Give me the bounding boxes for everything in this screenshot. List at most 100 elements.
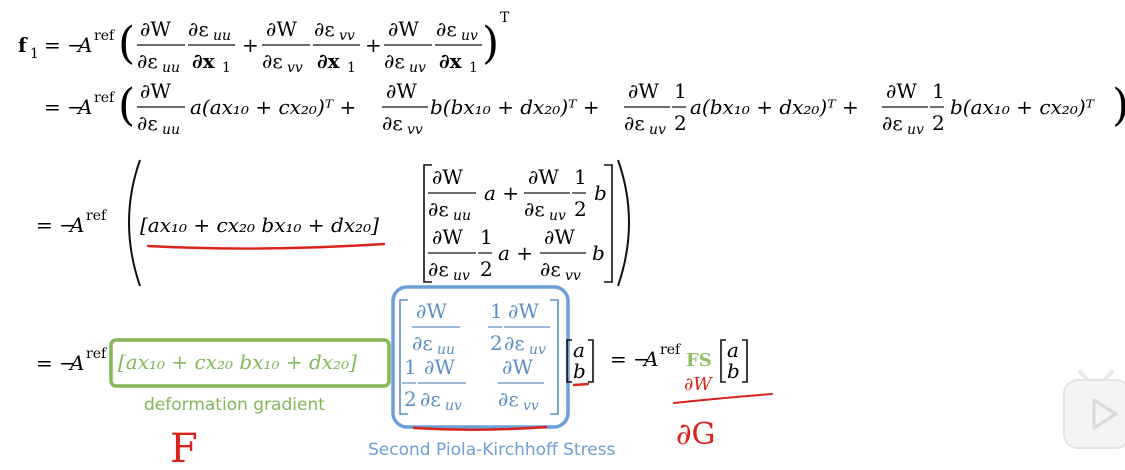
svg-text:A: A: [76, 95, 92, 119]
svg-text:A: A: [642, 347, 658, 371]
svg-text:1: 1: [347, 60, 356, 76]
svg-text:+: +: [365, 33, 382, 57]
svg-text:1: 1: [469, 60, 478, 76]
video-play-overlay[interactable]: [1063, 370, 1125, 449]
svg-text:∂ε: ∂ε: [498, 387, 519, 411]
svg-text:vv: vv: [523, 398, 539, 414]
equation-line-3: = − A ref [ax₁₀ + cx₂₀ bx₁₀ + dx₂₀] ∂W ∂…: [36, 159, 630, 287]
svg-text:∂W: ∂W: [502, 355, 533, 379]
svg-text:1: 1: [480, 225, 493, 249]
frac-denominator: ∂ε: [137, 49, 158, 73]
A-symbol: A: [76, 33, 92, 57]
svg-text:∂W: ∂W: [544, 225, 575, 249]
svg-text:b: b: [727, 359, 740, 383]
f-subscript: 1: [30, 46, 39, 62]
svg-text:1: 1: [574, 165, 587, 189]
svg-text:∂ε: ∂ε: [314, 17, 335, 41]
svg-text:ref: ref: [86, 346, 108, 362]
svg-text:∂W: ∂W: [432, 165, 463, 189]
svg-text:uv: uv: [453, 268, 470, 284]
svg-text:b: b: [594, 181, 607, 205]
svg-text:∂ε: ∂ε: [382, 111, 403, 135]
big-left-paren: [128, 159, 141, 287]
svg-text:∂W: ∂W: [140, 79, 171, 103]
frac-numerator: ∂W: [140, 17, 171, 41]
svg-text:uu: uu: [213, 28, 231, 44]
svg-text:2: 2: [674, 111, 687, 135]
svg-text:): ): [1112, 80, 1125, 131]
svg-text:1: 1: [490, 299, 503, 323]
svg-text:uu: uu: [437, 342, 455, 358]
svg-text:uv: uv: [461, 28, 478, 44]
svg-text:∂ε: ∂ε: [428, 257, 449, 281]
svg-text:∂W: ∂W: [424, 355, 455, 379]
term-1: a(ax₁₀ + cx₂₀)ᵀ +: [190, 95, 356, 119]
svg-text:∂W: ∂W: [886, 79, 917, 103]
svg-text:ref: ref: [660, 342, 682, 358]
handwritten-annotations: F ∂W ∂G: [170, 374, 773, 470]
svg-text:uv: uv: [907, 122, 924, 138]
handwritten-fraction-bar: [673, 393, 773, 404]
svg-text:∂ε: ∂ε: [524, 197, 545, 221]
svg-text:uu: uu: [453, 208, 471, 224]
equation-line-1: f 1 = − A ref ( ∂W ∂ε uu ∂ε uu ∂x 1 + ∂W…: [18, 10, 510, 76]
svg-text:= −: = −: [610, 347, 650, 371]
ref-superscript: ref: [94, 28, 116, 44]
svg-text:2: 2: [932, 111, 945, 135]
term-2: b(bx₁₀ + dx₂₀)ᵀ +: [430, 95, 600, 119]
equation-line-2: = − A ref ( ∂W ∂ε uu a(ax₁₀ + cx₂₀)ᵀ + ∂…: [44, 79, 1125, 138]
f-vector-symbol: f: [18, 33, 28, 57]
term-3: a(bx₁₀ + dx₂₀)ᵀ +: [690, 95, 859, 119]
svg-text:A: A: [68, 351, 84, 375]
FS-symbol: FS: [686, 350, 712, 371]
svg-text:2: 2: [490, 331, 503, 355]
svg-text:∂W: ∂W: [386, 79, 417, 103]
svg-text:a +: a +: [484, 181, 519, 205]
svg-text:2: 2: [574, 197, 587, 221]
deformation-gradient-box: [109, 338, 391, 388]
big-right-paren: [617, 159, 630, 287]
svg-text:uu: uu: [162, 122, 180, 138]
svg-text:uv: uv: [409, 60, 426, 76]
second-pk-stress-label: Second Piola-Kirchhoff Stress: [368, 440, 616, 460]
svg-text:= −: = −: [36, 213, 76, 237]
svg-text:uv: uv: [529, 342, 546, 358]
svg-text:2: 2: [480, 257, 493, 281]
svg-text:a: a: [727, 338, 739, 362]
svg-text:1: 1: [404, 355, 417, 379]
svg-text:∂ε: ∂ε: [504, 331, 525, 355]
svg-text:∂x: ∂x: [439, 49, 463, 73]
right-paren: ): [482, 18, 499, 69]
svg-text:vv: vv: [565, 268, 581, 284]
deformation-gradient-vector: [ax₁₀ + cx₂₀ bx₁₀ + dx₂₀]: [118, 350, 357, 374]
svg-text:b: b: [592, 241, 605, 265]
equals-minus: = −: [44, 33, 84, 57]
svg-text:ref: ref: [94, 90, 116, 106]
transpose-superscript: T: [500, 10, 510, 26]
svg-text:∂ε: ∂ε: [420, 387, 441, 411]
svg-text:vv: vv: [339, 28, 355, 44]
svg-text:uv: uv: [445, 398, 462, 414]
handwritten-dW: ∂W: [684, 374, 713, 395]
red-underline-stress: [412, 425, 548, 431]
svg-text:vv: vv: [287, 60, 303, 76]
handwritten-dG: ∂G: [676, 417, 715, 452]
svg-text:+: +: [242, 33, 259, 57]
svg-text:2: 2: [404, 387, 417, 411]
term-4: b(ax₁₀ + cx₂₀)ᵀ: [950, 95, 1096, 119]
svg-text:= −: = −: [44, 95, 84, 119]
svg-text:1: 1: [932, 79, 945, 103]
svg-text:∂W: ∂W: [508, 299, 539, 323]
svg-text:A: A: [68, 213, 84, 237]
svg-text:(: (: [118, 80, 135, 131]
svg-text:= −: = −: [36, 351, 76, 375]
svg-text:∂ε: ∂ε: [436, 17, 457, 41]
svg-text:ref: ref: [86, 208, 108, 224]
second-pk-stress-box: [391, 285, 570, 429]
svg-text:uv: uv: [549, 208, 566, 224]
svg-text:∂W: ∂W: [416, 299, 447, 323]
svg-text:∂ε: ∂ε: [384, 49, 405, 73]
svg-text:∂ε: ∂ε: [412, 331, 433, 355]
